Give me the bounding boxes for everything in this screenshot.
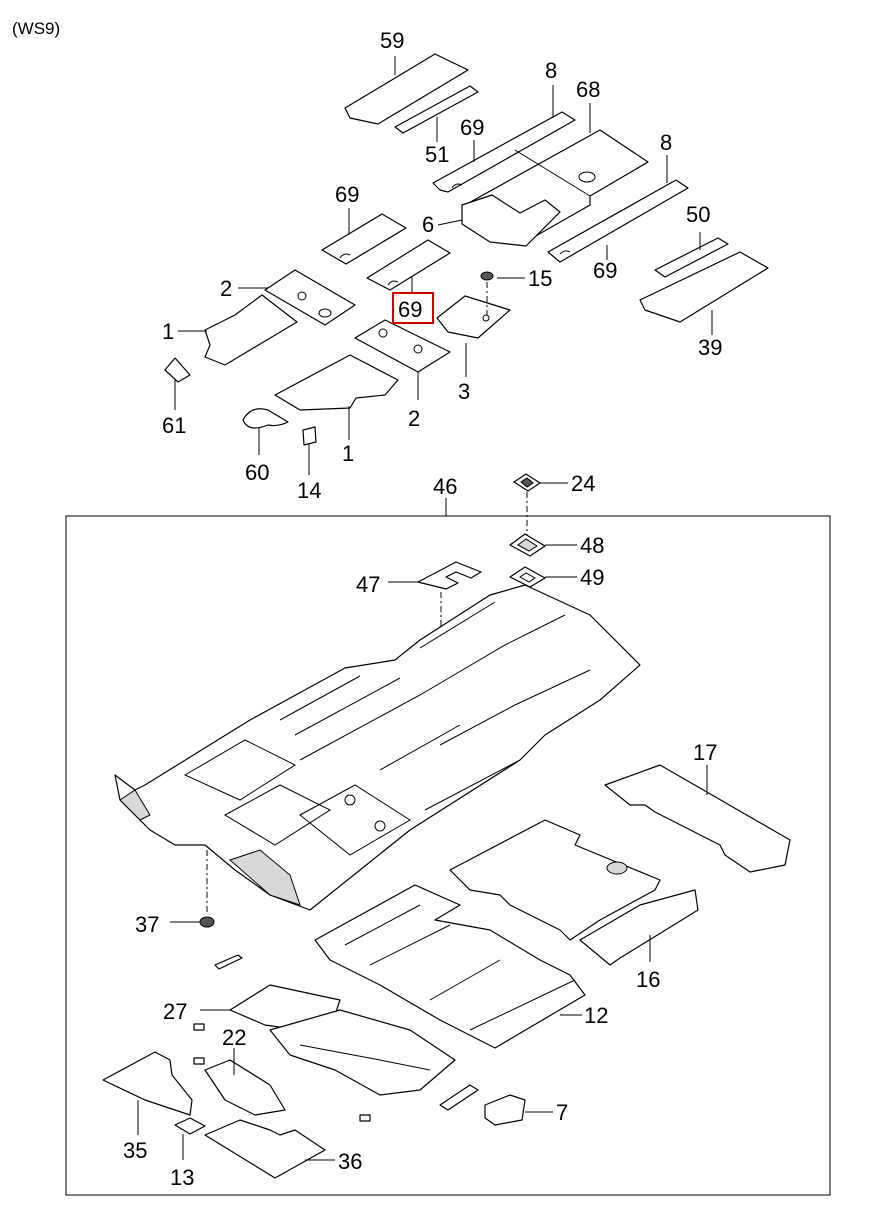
callout-68: 68 [576, 77, 600, 102]
callout-59: 59 [380, 28, 404, 53]
part-46-floor-panel[interactable] [114, 584, 641, 911]
callout-3: 3 [458, 379, 470, 404]
callout-37: 37 [135, 912, 159, 937]
part-center-duct-assembly[interactable] [214, 954, 456, 1096]
callout-36: 36 [338, 1149, 362, 1174]
part-51-strip[interactable] [394, 85, 479, 134]
callout-16: 16 [636, 967, 660, 992]
part-1-pad-lower[interactable] [274, 354, 399, 411]
callout-17: 17 [693, 740, 717, 765]
callout-47: 47 [356, 572, 380, 597]
part-48-plate[interactable] [509, 533, 577, 557]
callout-27: 27 [163, 999, 187, 1024]
callout-51: 51 [425, 142, 449, 167]
callout-12: 12 [584, 1003, 608, 1028]
part-6-pad[interactable] [461, 194, 561, 247]
callout-69-upper: 69 [460, 115, 484, 140]
part-47-bracket[interactable] [388, 561, 482, 590]
part-37-clip[interactable] [170, 850, 215, 928]
part-36-pad[interactable] [204, 1119, 335, 1179]
callout-46: 46 [433, 474, 457, 499]
callout-15: 15 [528, 266, 552, 291]
assembly-frame [65, 515, 831, 1196]
callout-48: 48 [580, 533, 604, 558]
callout-24: 24 [571, 471, 595, 496]
callout-22: 22 [222, 1025, 246, 1050]
callout-1-upper: 1 [162, 319, 174, 344]
part-59-pad[interactable] [344, 53, 469, 125]
part-49-gasket[interactable] [509, 566, 577, 588]
part-rear-mat-assembly[interactable] [449, 819, 699, 966]
callout-39: 39 [698, 335, 722, 360]
part-50-strip[interactable] [654, 237, 729, 278]
part-69-strip-highlighted[interactable] [366, 239, 451, 291]
part-7-block[interactable] [484, 1094, 553, 1126]
part-61-piece[interactable] [164, 357, 191, 383]
part-24-grommet[interactable] [513, 473, 568, 492]
callout-13: 13 [170, 1165, 194, 1190]
model-code: (WS9) [12, 19, 60, 38]
callout-60: 60 [245, 460, 269, 485]
part-39-pad[interactable] [639, 251, 769, 323]
part-2-pad-upper[interactable] [264, 269, 356, 326]
callout-8-upper: 8 [545, 58, 557, 83]
part-35-pad[interactable] [102, 1051, 193, 1135]
part-14-piece[interactable] [302, 426, 317, 446]
callout-49: 49 [580, 565, 604, 590]
callout-8-lower: 8 [660, 130, 672, 155]
callout-61: 61 [162, 413, 186, 438]
callout-1-lower: 1 [342, 441, 354, 466]
callout-14: 14 [297, 478, 321, 503]
part-15-clip[interactable] [480, 271, 494, 315]
part-2-pad-lower[interactable] [354, 319, 451, 373]
callout-69-left: 69 [335, 182, 359, 207]
part-69-strip-left[interactable] [321, 213, 407, 265]
upper-leaders [174, 56, 713, 475]
part-69-strip-upper[interactable] [432, 111, 576, 193]
callout-69-right: 69 [593, 258, 617, 283]
part-3-bracket[interactable] [436, 295, 511, 339]
callout-69-highlighted: 69 [398, 297, 422, 322]
callout-7: 7 [556, 1100, 568, 1125]
part-small-clips[interactable] [193, 1023, 479, 1122]
part-60-piece[interactable] [242, 408, 289, 429]
callout-2-lower: 2 [408, 406, 420, 431]
part-22-piece[interactable] [204, 1048, 286, 1116]
callout-6: 6 [422, 212, 434, 237]
callout-2-upper: 2 [220, 276, 232, 301]
callout-35: 35 [123, 1138, 147, 1163]
callout-50: 50 [686, 202, 710, 227]
part-17-panel[interactable] [604, 764, 791, 873]
part-1-pad-upper[interactable] [204, 294, 298, 366]
part-69-strip-lower[interactable] [547, 179, 689, 263]
part-12-panel[interactable] [314, 884, 586, 1049]
part-13-piece[interactable] [174, 1117, 206, 1160]
highlight-box[interactable] [392, 292, 434, 324]
